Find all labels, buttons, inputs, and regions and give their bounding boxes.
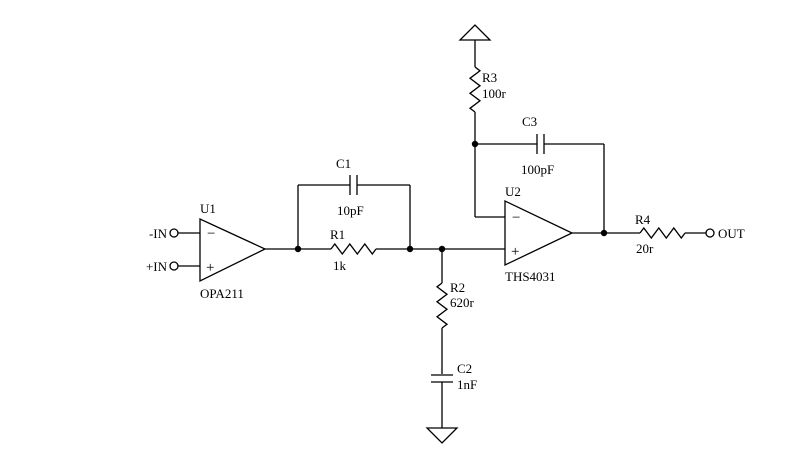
u2-ref: U2 bbox=[505, 184, 521, 199]
r3-value: 100r bbox=[482, 86, 507, 101]
port-in-minus bbox=[169, 228, 200, 238]
c3-ref: C3 bbox=[522, 114, 537, 129]
u1-opamp-symbol bbox=[199, 217, 267, 283]
c3-capacitor bbox=[536, 134, 545, 154]
u2-plus-sign: + bbox=[511, 244, 519, 260]
u1-plus-sign: + bbox=[206, 260, 214, 276]
r3-ref: R3 bbox=[482, 70, 497, 85]
u1-ref: U1 bbox=[200, 201, 216, 216]
r2-ref: R2 bbox=[450, 280, 465, 295]
port-in-plus bbox=[169, 261, 200, 271]
u1-minus-sign: − bbox=[207, 226, 215, 242]
port-out-label: OUT bbox=[718, 226, 745, 241]
c2-capacitor bbox=[431, 374, 453, 428]
u2-opamp-symbol bbox=[504, 199, 574, 267]
r2-resistor bbox=[435, 249, 449, 374]
r4-ref: R4 bbox=[635, 212, 651, 227]
u2-part: THS4031 bbox=[505, 269, 556, 284]
c2-ref: C2 bbox=[457, 361, 472, 376]
r1-resistor bbox=[298, 242, 410, 256]
port-in-minus-label: -IN bbox=[149, 226, 168, 241]
c1-capacitor bbox=[297, 175, 411, 249]
ground-symbol-bottom bbox=[425, 427, 459, 444]
r1-value: 1k bbox=[333, 258, 347, 273]
u1-part: OPA211 bbox=[200, 286, 244, 301]
c1-value: 10pF bbox=[337, 203, 364, 218]
u2-minus-sign: − bbox=[512, 210, 520, 226]
c1-ref: C1 bbox=[336, 156, 351, 171]
port-in-plus-label: +IN bbox=[146, 259, 168, 274]
c2-value: 1nF bbox=[457, 377, 477, 392]
r2-value: 620r bbox=[450, 295, 475, 310]
r3-resistor bbox=[468, 40, 482, 144]
r4-resistor bbox=[604, 226, 706, 240]
c3-value: 100pF bbox=[521, 162, 554, 177]
junction-dot bbox=[294, 245, 302, 253]
wire-u2-feedback bbox=[474, 143, 605, 233]
port-out bbox=[705, 228, 715, 238]
ground-symbol-top bbox=[458, 24, 492, 41]
r1-ref: R1 bbox=[330, 227, 345, 242]
r4-value: 20r bbox=[636, 241, 654, 256]
